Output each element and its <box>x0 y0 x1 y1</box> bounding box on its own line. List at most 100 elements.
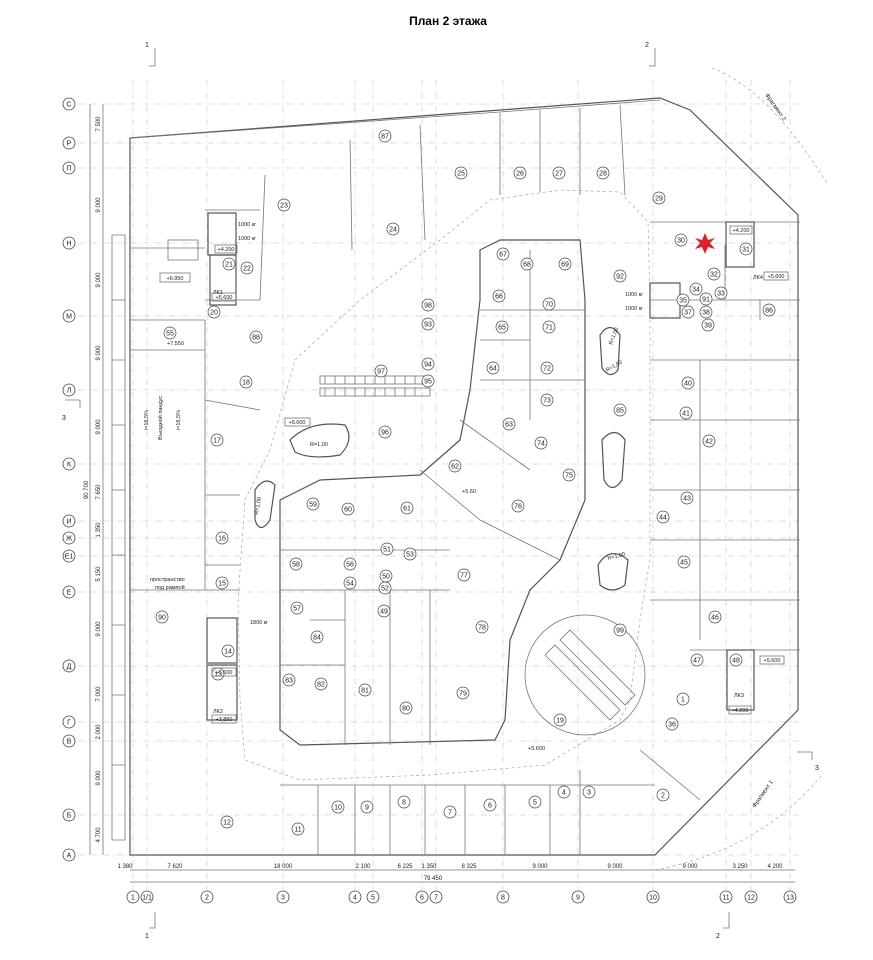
room-number: 14 <box>224 648 232 655</box>
lift-load: 1800 кг <box>250 620 268 626</box>
room-number-circle <box>331 800 345 814</box>
axis-row-label: П <box>66 166 71 173</box>
room-number: 81 <box>361 687 369 694</box>
room-number-circle <box>665 717 679 731</box>
room-number-circle <box>699 292 713 306</box>
room-number: 45 <box>680 559 688 566</box>
room-number: 29 <box>655 195 663 202</box>
room-number-circle <box>343 557 357 571</box>
section-2-top: 2 <box>645 42 649 49</box>
left-dimension: 7 000 <box>96 686 102 702</box>
room-number-circle <box>762 303 776 317</box>
room-number-circle <box>677 555 691 569</box>
axis-col-label: 8 <box>501 895 505 902</box>
room-number-circle <box>221 644 235 658</box>
room-number-circle <box>513 166 527 180</box>
total-width-dim: 79 450 <box>424 876 443 882</box>
room-number: 43 <box>683 495 691 502</box>
room-number-circle <box>613 403 627 417</box>
room-number-circle <box>215 531 229 545</box>
lift-load: 1000 кг <box>625 306 643 312</box>
room-number: 4 <box>562 789 566 796</box>
room-number: 79 <box>459 690 467 697</box>
axis-row-label: Е1 <box>65 554 74 561</box>
room-number-circle <box>314 677 328 691</box>
room-number: 56 <box>346 561 354 568</box>
room-number: 20 <box>210 309 218 316</box>
room-number-circle <box>681 305 695 319</box>
axis-row-label: С <box>66 102 71 109</box>
room-number: 26 <box>516 170 524 177</box>
room-number-circle <box>378 129 392 143</box>
room-number: 69 <box>561 261 569 268</box>
radius-label: R=1,00 <box>310 442 328 448</box>
room-number-circle <box>689 282 703 296</box>
room-number: 63 <box>505 421 513 428</box>
axis-col-label: 3 <box>281 895 285 902</box>
left-dimension: 1 350 <box>96 522 102 538</box>
room-number-circle <box>210 433 224 447</box>
room-number-circle <box>454 166 468 180</box>
room-number: 51 <box>383 546 391 553</box>
room-number: 33 <box>717 290 725 297</box>
level-mark: +5.600 <box>764 658 781 664</box>
room-number: 72 <box>543 365 551 372</box>
axis-col-label: 13 <box>786 895 794 902</box>
room-number: 17 <box>213 437 221 444</box>
room-number-circle <box>400 501 414 515</box>
room-number-circle <box>613 623 627 637</box>
room-number-circle <box>681 376 695 390</box>
room-number-circle <box>676 293 690 307</box>
room-number: 30 <box>677 237 685 244</box>
room-number-circle <box>495 320 509 334</box>
room-number: 55 <box>166 330 174 337</box>
room-number-circle <box>397 795 411 809</box>
room-number: 80 <box>402 705 410 712</box>
room-number: 66 <box>495 293 503 300</box>
room-number-circle <box>699 305 713 319</box>
room-number: 70 <box>545 301 553 308</box>
axis-row-label: Д <box>67 664 72 671</box>
axis-row-label: А <box>67 853 72 860</box>
room-number-circle <box>443 805 457 819</box>
ramp-slope: i=16,5% <box>144 410 150 430</box>
axis-row-label: В <box>67 739 72 746</box>
room-number: 65 <box>498 324 506 331</box>
room-number-circle <box>558 257 572 271</box>
level-mark: +5.600 <box>768 274 785 280</box>
room-number-circle <box>528 795 542 809</box>
room-number-circle <box>306 497 320 511</box>
level-mark: +5.600 <box>216 670 233 676</box>
room-number-circle <box>511 499 525 513</box>
room-number: 13 <box>214 671 222 678</box>
room-number: 8 <box>402 799 406 806</box>
room-number-circle <box>377 604 391 618</box>
room-number-circle <box>290 601 304 615</box>
room-number: 57 <box>293 605 301 612</box>
level-mark: +5.600 <box>289 420 306 426</box>
room-number: 21 <box>225 261 233 268</box>
room-number-circle <box>475 620 489 634</box>
fragment-2-arc <box>711 67 829 186</box>
left-dimension: 2 000 <box>96 724 102 740</box>
axis-col-label: 1 <box>131 895 135 902</box>
room-number: 34 <box>692 286 700 293</box>
room-number: 94 <box>424 361 432 368</box>
room-number: 27 <box>555 170 563 177</box>
room-number-circle <box>676 692 690 706</box>
room-number: 68 <box>523 261 531 268</box>
room-number-circle <box>540 361 554 375</box>
room-number-circle <box>289 557 303 571</box>
axis-col-label: 9 <box>576 895 580 902</box>
room-number-circle <box>582 785 596 799</box>
room-number: 77 <box>460 572 468 579</box>
room-number-circle <box>483 798 497 812</box>
room-number-circle <box>534 436 548 450</box>
room-number: 74 <box>537 440 545 447</box>
axis-col-label: 11 <box>722 895 729 902</box>
room-number-circle <box>679 406 693 420</box>
room-number: 24 <box>389 226 397 233</box>
room-number-circle <box>222 257 236 271</box>
axis-col-label: 4 <box>353 895 357 902</box>
